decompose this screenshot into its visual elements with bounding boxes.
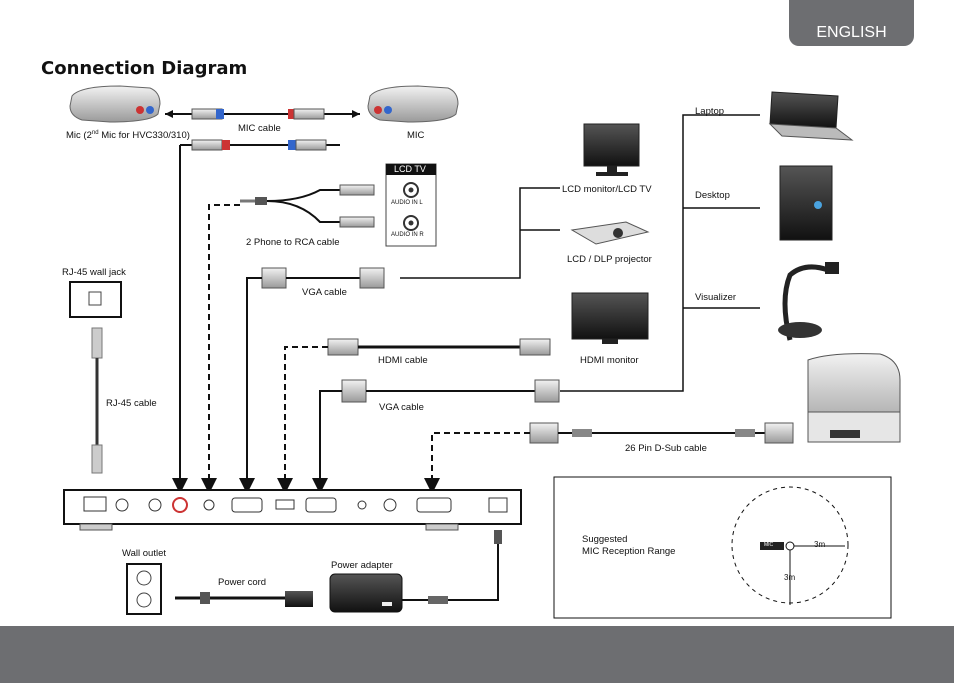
rj45-cable-label: RJ-45 cable [106, 398, 157, 409]
phone-rca-cable [240, 184, 375, 228]
language-tab[interactable]: ENGLISH [789, 0, 914, 46]
visualizer-label: Visualizer [695, 292, 737, 303]
mic-tag-label: MIC [764, 542, 774, 548]
mic-right-device [367, 85, 459, 123]
mic-right-label: MIC [407, 130, 425, 141]
power-adapter-label: Power adapter [331, 560, 393, 571]
power-cord [175, 591, 313, 607]
projector-device [570, 221, 650, 245]
lcd-tv-box-title: LCD TV [394, 164, 426, 174]
visualizer-device [778, 262, 839, 341]
lcd-monitor-label: LCD monitor/LCD TV [562, 184, 652, 195]
desktop-device [779, 165, 833, 241]
reception-range-label: MIC Reception Range [582, 546, 676, 557]
lcd-tv-audio-panel [385, 163, 437, 247]
lcd-monitor-device [583, 123, 640, 176]
vga-cable-1-label: VGA cable [302, 287, 347, 298]
range-y-label: 3m [784, 573, 796, 582]
vga-in-line [312, 390, 342, 494]
mic-left-label: Mic (2nd Mic for HVC330/310) [66, 130, 190, 142]
power-cord-label: Power cord [218, 577, 267, 588]
wall-outlet-device [126, 563, 162, 615]
rj45-wall-jack-label: RJ-45 wall jack [62, 267, 126, 278]
power-adapter-device [329, 573, 403, 613]
mic-cable-label: MIC cable [238, 123, 281, 134]
mic-cable-bottom [180, 139, 340, 151]
document-camera-device [807, 353, 901, 443]
desktop-label: Desktop [695, 190, 730, 201]
projector-label: LCD / DLP projector [567, 254, 652, 265]
main-unit-back-panel [63, 489, 522, 531]
reception-range-panel [553, 476, 892, 619]
mic-left-device [69, 85, 161, 123]
rj45-wall-jack [69, 281, 122, 318]
dsub-line [424, 432, 530, 494]
hdmi-out-line [277, 346, 328, 494]
audio-in-r-label: AUDIO IN R [391, 232, 424, 238]
wall-outlet-label: Wall outlet [122, 548, 166, 559]
pc-source-line [560, 114, 760, 392]
language-tab-label: ENGLISH [816, 24, 887, 41]
mic-cable-top [165, 108, 360, 120]
laptop-label: Laptop [695, 106, 725, 117]
vga-out-line [239, 277, 262, 494]
suggested-label: Suggested [582, 534, 628, 545]
dsub-cable [529, 422, 794, 444]
footer-bar [0, 626, 954, 683]
vga-cable-1 [261, 267, 385, 289]
page-title: Connection Diagram [41, 58, 248, 79]
dsub-cable-label: 26 Pin D-Sub cable [625, 443, 707, 454]
rj45-cable [91, 327, 103, 474]
range-x-label: 3m [814, 540, 826, 549]
vga-cable-2 [341, 379, 560, 403]
audio-in-l-label: AUDIO IN L [391, 200, 423, 206]
vga-display-line [400, 187, 560, 279]
laptop-device [768, 91, 854, 141]
audio-out-line [201, 204, 240, 494]
vga-cable-2-label: VGA cable [379, 402, 424, 413]
hdmi-cable-label: HDMI cable [378, 355, 428, 366]
hdmi-monitor-device [571, 292, 649, 344]
hdmi-monitor-label: HDMI monitor [580, 355, 639, 366]
hdmi-cable [327, 338, 551, 356]
phone-rca-label: 2 Phone to RCA cable [246, 237, 340, 248]
